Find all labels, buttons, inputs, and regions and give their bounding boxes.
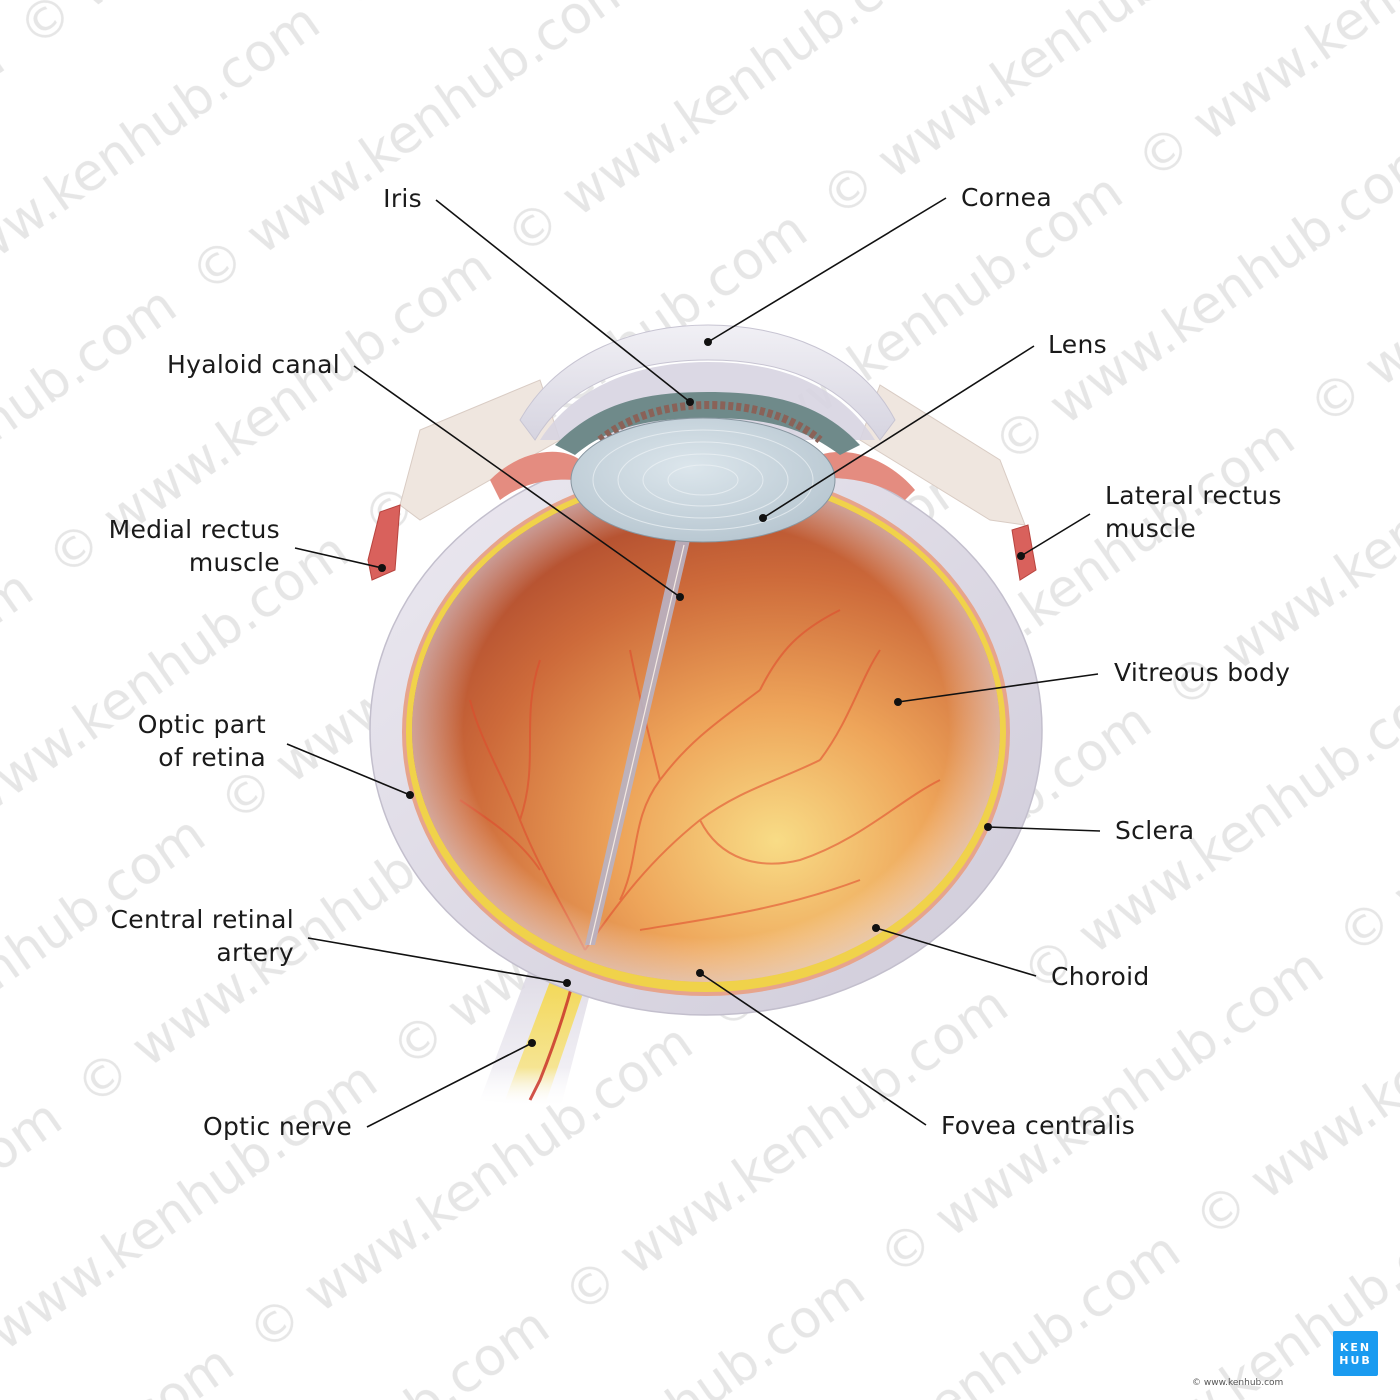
lens-shape [570, 417, 836, 543]
label-optic-nerve: Optic nerve [203, 1112, 352, 1141]
label-medial-rectus-muscle: Medial rectus muscle [108, 515, 280, 577]
label-cornea: Cornea [961, 183, 1052, 212]
label-choroid: Choroid [1051, 962, 1150, 991]
label-lateral-rectus-muscle: Lateral rectus muscle [1105, 481, 1282, 543]
label-central-retinal-artery: Central retinal artery [110, 905, 294, 967]
label-hyaloid-canal: Hyaloid canal [167, 350, 340, 379]
ciliary-body-left [490, 451, 580, 500]
iris-pupillary-ruff [597, 400, 823, 444]
kenhub-logo: KEN HUB [1333, 1331, 1378, 1376]
label-iris: Iris [383, 184, 422, 213]
label-fovea-centralis: Fovea centralis [941, 1111, 1136, 1140]
label-lens: Lens [1048, 330, 1107, 359]
ciliary-body-right [820, 451, 915, 500]
label-vitreous-body: Vitreous body [1114, 658, 1291, 687]
copyright-notice: © www.kenhub.com [1192, 1378, 1284, 1388]
iris-shape [555, 392, 860, 455]
lateral-rectus-muscle-shape [1011, 524, 1037, 581]
medial-rectus-muscle-shape [367, 504, 401, 581]
cornea-shape [519, 324, 896, 441]
label-sclera: Sclera [1115, 816, 1195, 845]
optic-nerve-core [505, 955, 595, 1105]
label-optic-part-of-retina: Optic part of retina [137, 710, 266, 772]
